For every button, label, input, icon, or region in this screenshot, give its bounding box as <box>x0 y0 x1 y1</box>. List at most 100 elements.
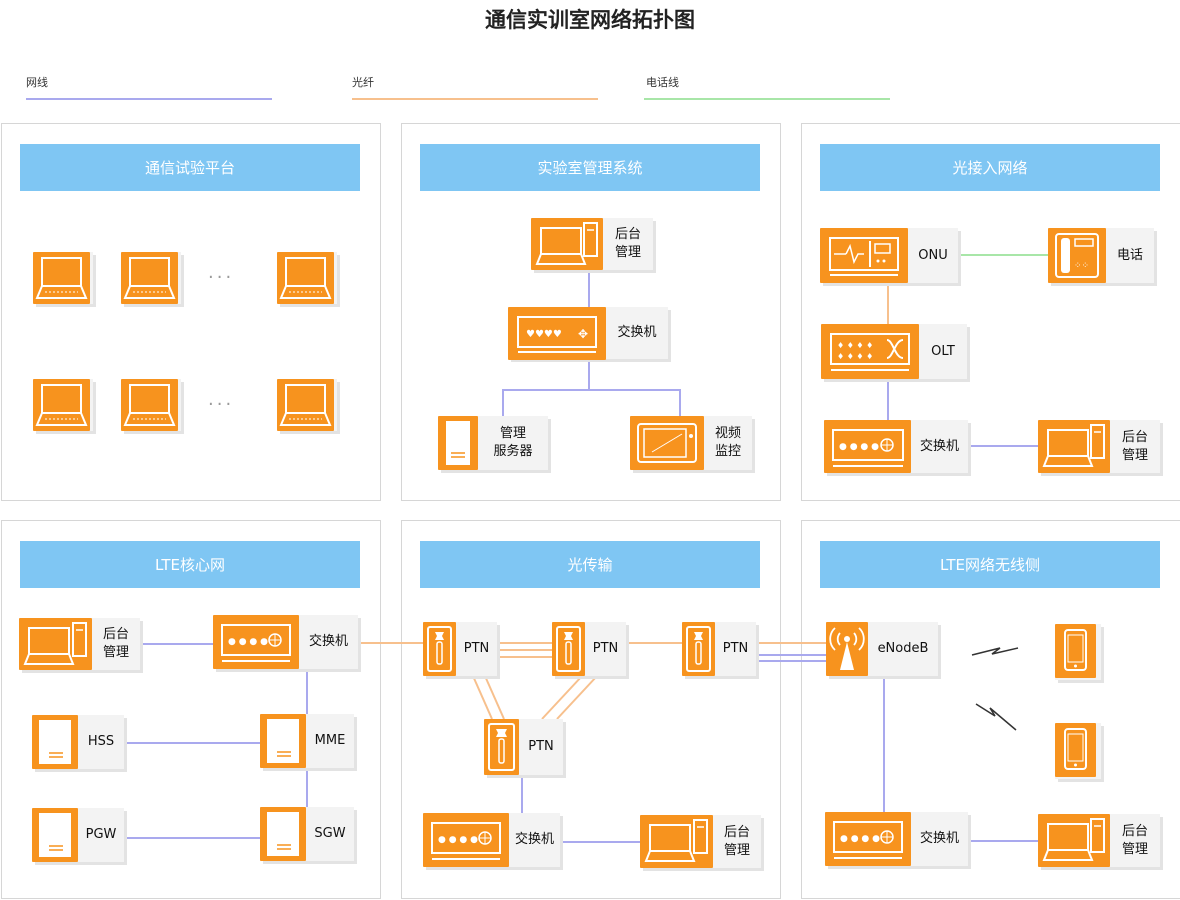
link-fiber <box>541 675 583 720</box>
ptn-label: PTN <box>463 641 490 656</box>
pgw-server[interactable]: PGW <box>32 808 124 862</box>
ran-backend-label: 后台 管理 <box>1121 823 1148 857</box>
desktop-computer-icon <box>640 815 713 868</box>
legend-fiber-line <box>352 98 598 100</box>
transport-backend[interactable]: 后台 管理 <box>640 815 761 868</box>
hss-server[interactable]: HSS <box>32 715 124 769</box>
server-icon <box>260 714 306 768</box>
pc-terminal[interactable] <box>277 252 337 304</box>
ran-switch[interactable]: ● ● ● ● 交换机 <box>825 812 968 866</box>
svg-text:♦ ♦ ♦ ♦: ♦ ♦ ♦ ♦ <box>837 352 873 361</box>
sgw-server[interactable]: SGW <box>260 807 354 861</box>
ptn-icon <box>552 622 585 676</box>
optical-access-switch-label: 交换机 <box>919 438 959 454</box>
server-icon <box>438 416 478 470</box>
link-lan <box>502 360 590 416</box>
desktop-computer-icon <box>1038 420 1110 473</box>
lab-backend-label: 后台 管理 <box>614 227 641 260</box>
pc-terminal[interactable] <box>121 252 181 304</box>
ptn-label: PTN <box>528 739 554 754</box>
pc-terminal[interactable] <box>33 379 93 431</box>
management-server[interactable]: 管理 服务器 <box>438 416 548 470</box>
ptn-icon <box>682 622 715 676</box>
link-fiber <box>556 675 598 720</box>
svg-text:● ● ● ●: ● ● ● ● <box>839 442 879 452</box>
ran-backend[interactable]: 后台 管理 <box>1038 814 1160 867</box>
mobile-phone[interactable] <box>1055 624 1101 680</box>
server-icon <box>32 715 78 769</box>
pc-terminal[interactable] <box>277 379 337 431</box>
mobile-phone[interactable] <box>1055 723 1101 779</box>
computer-icon <box>33 252 90 304</box>
lab-switch[interactable]: ♥♥♥♥ ✥ 交换机 <box>508 307 668 360</box>
olt-device[interactable]: ♦ ♦ ♦ ♦♦ ♦ ♦ ♦ OLT <box>821 324 967 379</box>
svg-text:✥: ✥ <box>578 327 588 341</box>
mme-label: MME <box>314 733 346 748</box>
network-switch-icon: ● ● ● ● <box>824 420 911 473</box>
ellipsis: ··· <box>208 394 235 415</box>
link-lan <box>589 389 681 416</box>
ptn-label: PTN <box>592 641 619 656</box>
mme-server[interactable]: MME <box>260 714 354 768</box>
computer-icon <box>121 252 178 304</box>
video-surveillance[interactable]: 视频 监控 <box>630 416 752 470</box>
server-icon <box>32 808 78 862</box>
enodeb-base-station[interactable]: eNodeB <box>826 622 938 676</box>
ptn-icon <box>423 622 456 676</box>
smartphone-icon <box>1055 624 1096 678</box>
telephone-label: 电话 <box>1116 247 1143 263</box>
link-fiber <box>472 675 493 720</box>
lab-switch-label: 交换机 <box>617 325 657 340</box>
svg-text:♥♥♥♥: ♥♥♥♥ <box>526 329 562 340</box>
transport-backend-label: 后台 管理 <box>723 824 750 858</box>
lab-backend-management[interactable]: 后台 管理 <box>531 218 653 270</box>
video-monitor-icon <box>630 416 704 470</box>
network-switch-icon: ♥♥♥♥ ✥ <box>508 307 606 360</box>
legend-phone-label: 电话线 <box>646 76 679 89</box>
svg-text:⁘⁘: ⁘⁘ <box>1074 261 1089 271</box>
server-icon <box>260 807 306 861</box>
desktop-computer-icon <box>531 218 603 270</box>
pc-terminal[interactable] <box>33 252 93 304</box>
legend-lan-line <box>26 98 272 100</box>
ellipsis: ··· <box>208 267 235 288</box>
computer-icon <box>277 379 334 431</box>
telephone[interactable]: ⁘⁘ 电话 <box>1048 228 1154 283</box>
ptn-node[interactable]: PTN <box>552 622 626 676</box>
lte-core-backend-label: 后台 管理 <box>102 627 129 660</box>
lte-core-switch[interactable]: ● ● ● ● 交换机 <box>213 615 358 669</box>
lte-core-backend[interactable]: 后台 管理 <box>19 618 140 670</box>
onu-device[interactable]: ONU <box>820 228 958 283</box>
ptn-icon <box>484 719 519 775</box>
panel-header-lte-ran: LTE网络无线侧 <box>820 541 1160 588</box>
svg-text:● ● ● ●: ● ● ● ● <box>228 637 268 647</box>
sgw-label: SGW <box>314 826 346 841</box>
legend-lan-label: 网线 <box>26 76 48 89</box>
ptn-node[interactable]: PTN <box>484 719 563 775</box>
optical-access-backend[interactable]: 后台 管理 <box>1038 420 1160 473</box>
transport-switch-label: 交换机 <box>514 832 554 847</box>
svg-text:♦ ♦ ♦ ♦: ♦ ♦ ♦ ♦ <box>837 341 873 350</box>
optical-access-switch[interactable]: ● ● ● ● 交换机 <box>824 420 968 473</box>
telephone-icon: ⁘⁘ <box>1048 228 1106 283</box>
network-switch-icon: ● ● ● ● <box>825 812 911 866</box>
link-fiber <box>484 675 505 720</box>
panel-header-lte-core: LTE核心网 <box>20 541 360 588</box>
ptn-node[interactable]: PTN <box>423 622 497 676</box>
computer-icon <box>33 379 90 431</box>
transport-switch[interactable]: ● ● ● ● 交换机 <box>423 813 560 867</box>
pgw-label: PGW <box>85 827 117 842</box>
ran-switch-label: 交换机 <box>919 831 959 846</box>
desktop-computer-icon <box>1038 814 1110 867</box>
network-switch-icon: ● ● ● ● <box>423 813 509 867</box>
ptn-label: PTN <box>722 641 749 656</box>
wireless-signal-icon <box>971 647 1019 656</box>
onu-label: ONU <box>918 247 948 263</box>
panel-header-optical-access: 光接入网络 <box>820 144 1160 191</box>
olt-icon: ♦ ♦ ♦ ♦ ♦ ♦ ♦ ♦ <box>821 324 919 379</box>
pc-terminal[interactable] <box>121 379 181 431</box>
video-surveillance-label: 视频 监控 <box>714 426 741 459</box>
lte-core-switch-label: 交换机 <box>308 634 348 649</box>
ptn-node[interactable]: PTN <box>682 622 756 676</box>
management-server-label: 管理 服务器 <box>493 426 533 459</box>
